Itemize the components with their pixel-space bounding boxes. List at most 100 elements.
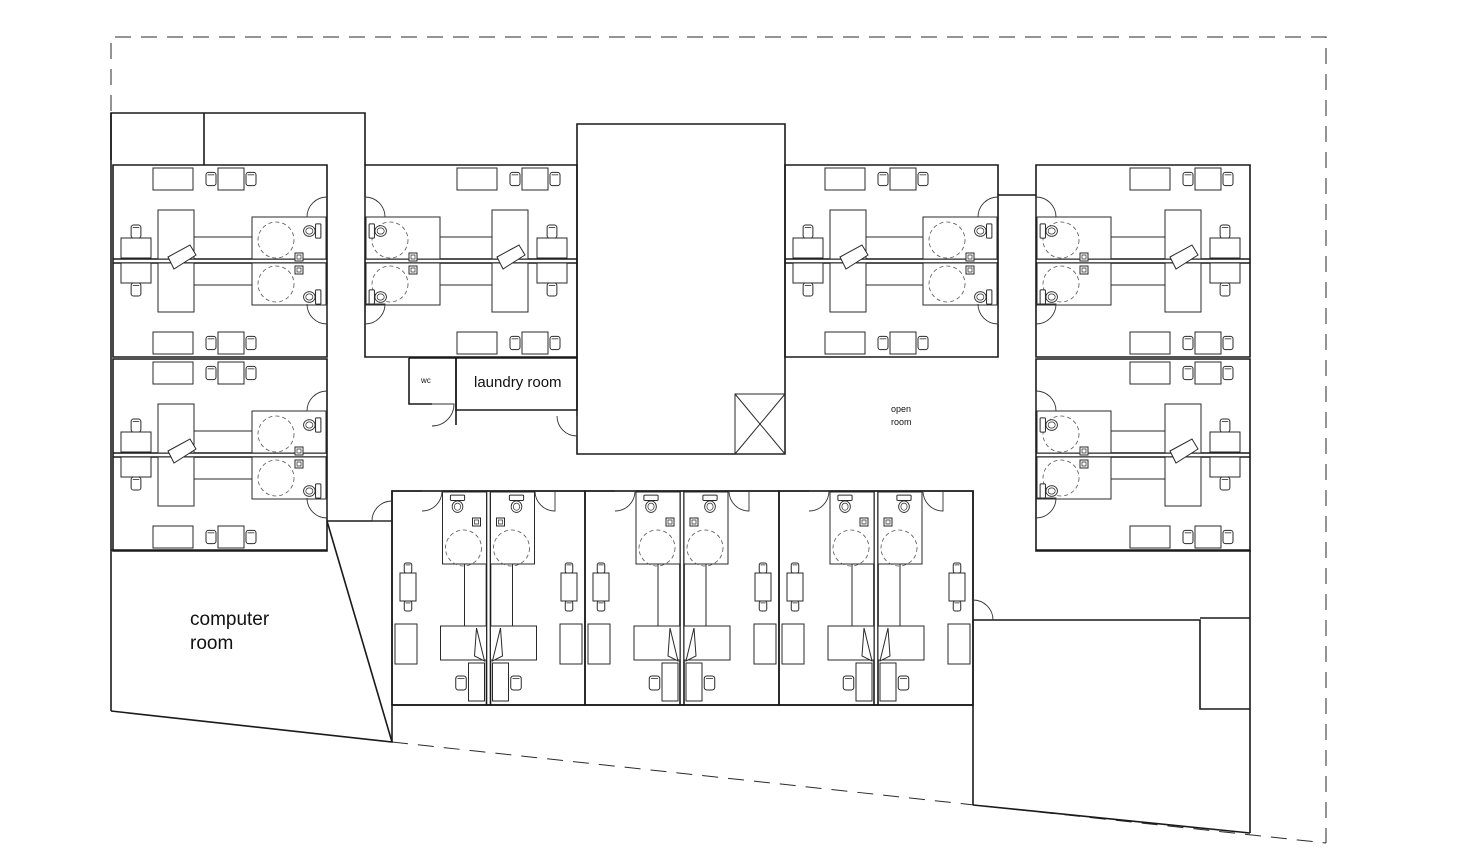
- basin-icon: [472, 517, 481, 527]
- chair: [952, 562, 962, 574]
- bathroom: [366, 217, 440, 259]
- table: [880, 663, 896, 701]
- basin-icon: [1079, 265, 1089, 275]
- shower-zone: [639, 530, 675, 566]
- table: [522, 168, 548, 190]
- table: [1195, 168, 1221, 190]
- table: [522, 332, 548, 354]
- chair: [510, 675, 522, 691]
- chair: [403, 562, 413, 574]
- laundry-room-label: laundry room: [474, 374, 562, 391]
- open-room-label-line2: room: [891, 417, 912, 427]
- room-pair-outline: [392, 491, 585, 705]
- room-pair: [365, 165, 577, 357]
- shower-zone: [687, 530, 723, 566]
- bathroom: [830, 492, 874, 564]
- table: [686, 663, 702, 701]
- side-table: [787, 573, 803, 601]
- toilet-icon: [1039, 417, 1058, 433]
- door-swing: [372, 501, 392, 521]
- side-table: [121, 432, 151, 452]
- side-table: [537, 263, 567, 283]
- lamp-arrow: [1170, 439, 1198, 463]
- toilet-icon: [1039, 483, 1058, 499]
- side-table: [121, 238, 151, 258]
- chair: [205, 365, 217, 381]
- side-table: [793, 238, 823, 258]
- wc-label: wc: [420, 376, 431, 385]
- desk: [825, 332, 865, 354]
- chair: [952, 600, 962, 612]
- desk: [153, 168, 193, 190]
- room-labels: computer room laundry room wc open room: [190, 374, 912, 654]
- chair: [245, 529, 257, 545]
- toilet-icon: [974, 223, 993, 239]
- basin-icon: [965, 265, 975, 275]
- shower-zone: [1043, 416, 1079, 452]
- chair: [1222, 335, 1234, 351]
- basin-icon: [965, 252, 975, 262]
- basin-icon: [1079, 252, 1089, 262]
- chair: [842, 675, 855, 691]
- computer-room-label-line1: computer: [190, 609, 270, 630]
- desk: [1130, 526, 1170, 548]
- chair: [917, 335, 929, 351]
- side-table: [593, 573, 609, 601]
- room-pair: [585, 491, 779, 705]
- room-pair: [392, 491, 585, 705]
- chair: [703, 675, 716, 691]
- table: [218, 362, 244, 384]
- door-swing: [432, 404, 454, 426]
- door-swing: [978, 197, 998, 217]
- table: [890, 168, 916, 190]
- chair: [802, 224, 814, 239]
- chair: [1222, 365, 1234, 381]
- chair: [1219, 224, 1231, 239]
- shower-zone: [929, 222, 965, 258]
- shower-zone: [372, 266, 408, 302]
- bathroom: [1037, 217, 1111, 259]
- chair: [917, 171, 929, 187]
- table: [662, 663, 678, 701]
- door-swing: [809, 491, 829, 511]
- room-pair-outline: [113, 359, 327, 551]
- desk: [782, 624, 804, 664]
- side-table: [121, 457, 151, 477]
- toilet-icon: [303, 223, 322, 239]
- bathroom: [684, 492, 728, 564]
- toilet-icon: [1039, 289, 1058, 305]
- desk: [754, 624, 776, 664]
- chair: [1219, 476, 1231, 491]
- shower-zone: [881, 530, 917, 566]
- basin-icon: [294, 459, 304, 469]
- toilet-icon: [702, 494, 718, 513]
- side-table: [1210, 457, 1240, 477]
- bathroom: [923, 217, 997, 259]
- lamp-arrow: [862, 628, 872, 661]
- chair: [564, 600, 574, 612]
- door-swing: [307, 391, 327, 411]
- door-swing: [729, 491, 749, 511]
- table: [1195, 526, 1221, 548]
- door-swing: [307, 498, 327, 518]
- door-swing: [307, 197, 327, 217]
- lamp-arrow: [668, 628, 678, 661]
- room-pair: [1036, 359, 1250, 551]
- room-pair-outline: [113, 165, 327, 357]
- table: [856, 663, 872, 701]
- chair: [130, 224, 142, 239]
- chair: [245, 365, 257, 381]
- chair: [1222, 529, 1234, 545]
- chair: [1182, 365, 1194, 381]
- chair: [1182, 529, 1194, 545]
- chair: [549, 171, 561, 187]
- room-pair: [779, 491, 973, 705]
- room-pair-outline: [1036, 165, 1250, 357]
- basin-icon: [1079, 446, 1089, 456]
- shower-zone: [1043, 460, 1079, 496]
- toilet-icon: [303, 417, 322, 433]
- room-pair-outline: [1036, 359, 1250, 551]
- desk: [1130, 332, 1170, 354]
- shower-zone: [929, 266, 965, 302]
- door-swing: [307, 304, 327, 324]
